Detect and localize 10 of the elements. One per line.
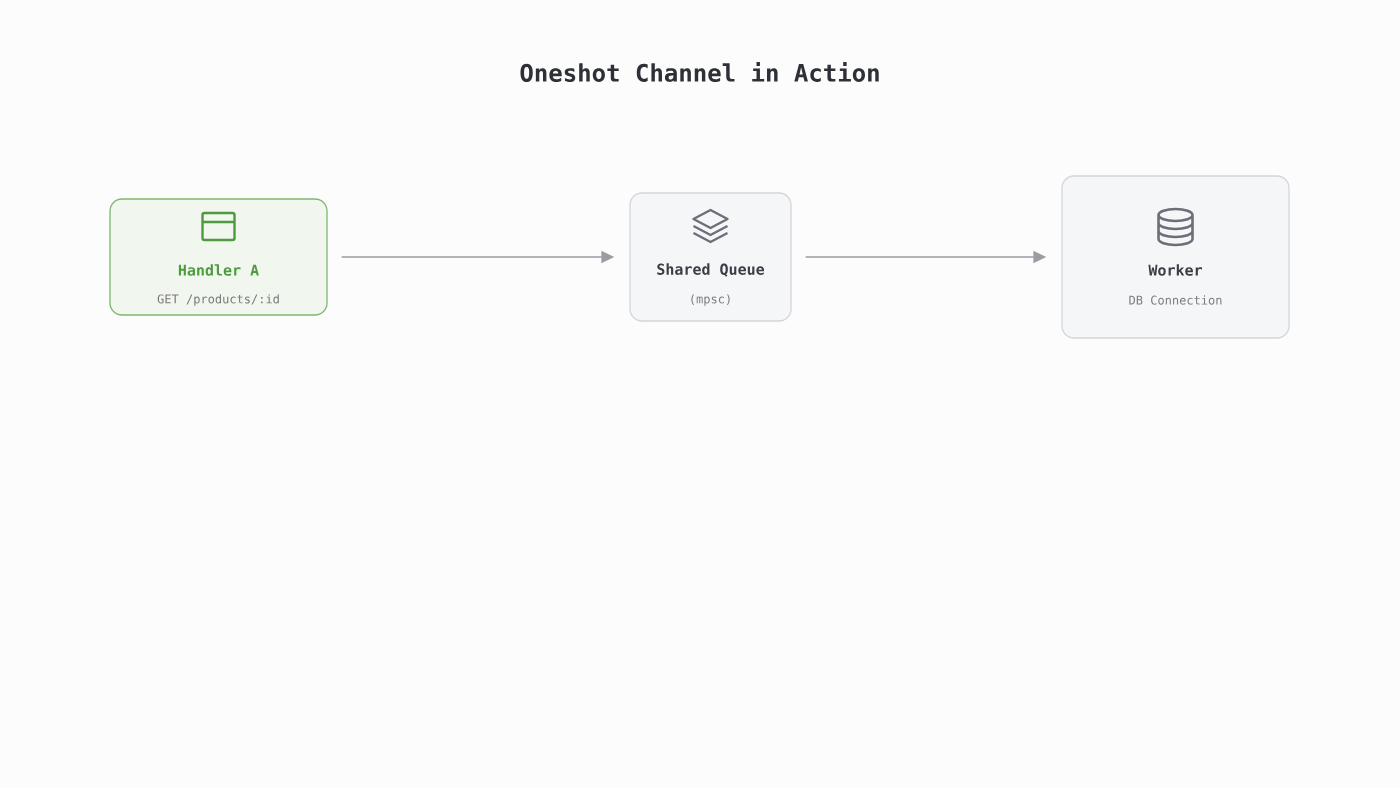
node-subtitle: GET /products/:id	[157, 294, 279, 306]
node-subtitle: (mpsc)	[691, 294, 730, 306]
process-box	[1061, 175, 1290, 339]
process-box	[109, 198, 328, 316]
node-subtitle: DB Connection	[1129, 295, 1222, 305]
title: Oneshot Channel in Action	[520, 62, 879, 82]
process-box	[629, 192, 792, 322]
node-title: Handler A	[178, 264, 259, 276]
node-title: Shared Queue	[657, 263, 765, 277]
node-title: Worker	[1148, 264, 1202, 276]
